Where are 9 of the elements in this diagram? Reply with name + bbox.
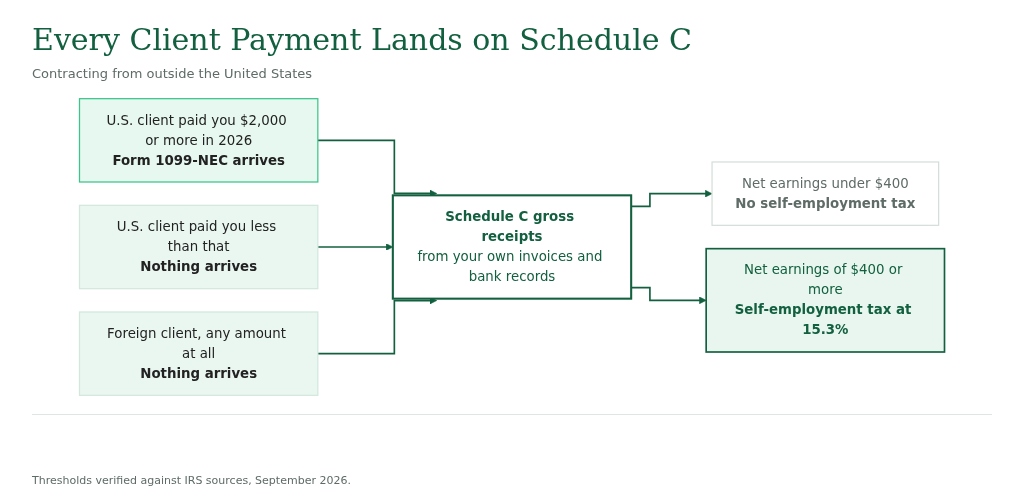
node-box: Foreign client, any amount at all Nothing arrives xyxy=(78,311,319,396)
node-box: Net earnings under $400 No self-employment tax xyxy=(711,161,940,226)
node-box: U.S. client paid you $2,000 or more in 2026 Form 1099-NEC arrives xyxy=(78,98,319,183)
node-box: U.S. client paid you less than that Nothing arrives xyxy=(78,204,319,290)
title: Every Client Payment Lands on Schedule C xyxy=(32,22,692,57)
subtitle: Contracting from outside the United States xyxy=(32,66,313,81)
caption: Thresholds verified against IRS sources, September 2026. xyxy=(32,474,351,487)
node-box: Schedule C gross receipts from your own invoices and bank records xyxy=(391,194,633,300)
node-box: Net earnings of $400 or more Self-employment tax at 15.3% xyxy=(705,247,946,353)
